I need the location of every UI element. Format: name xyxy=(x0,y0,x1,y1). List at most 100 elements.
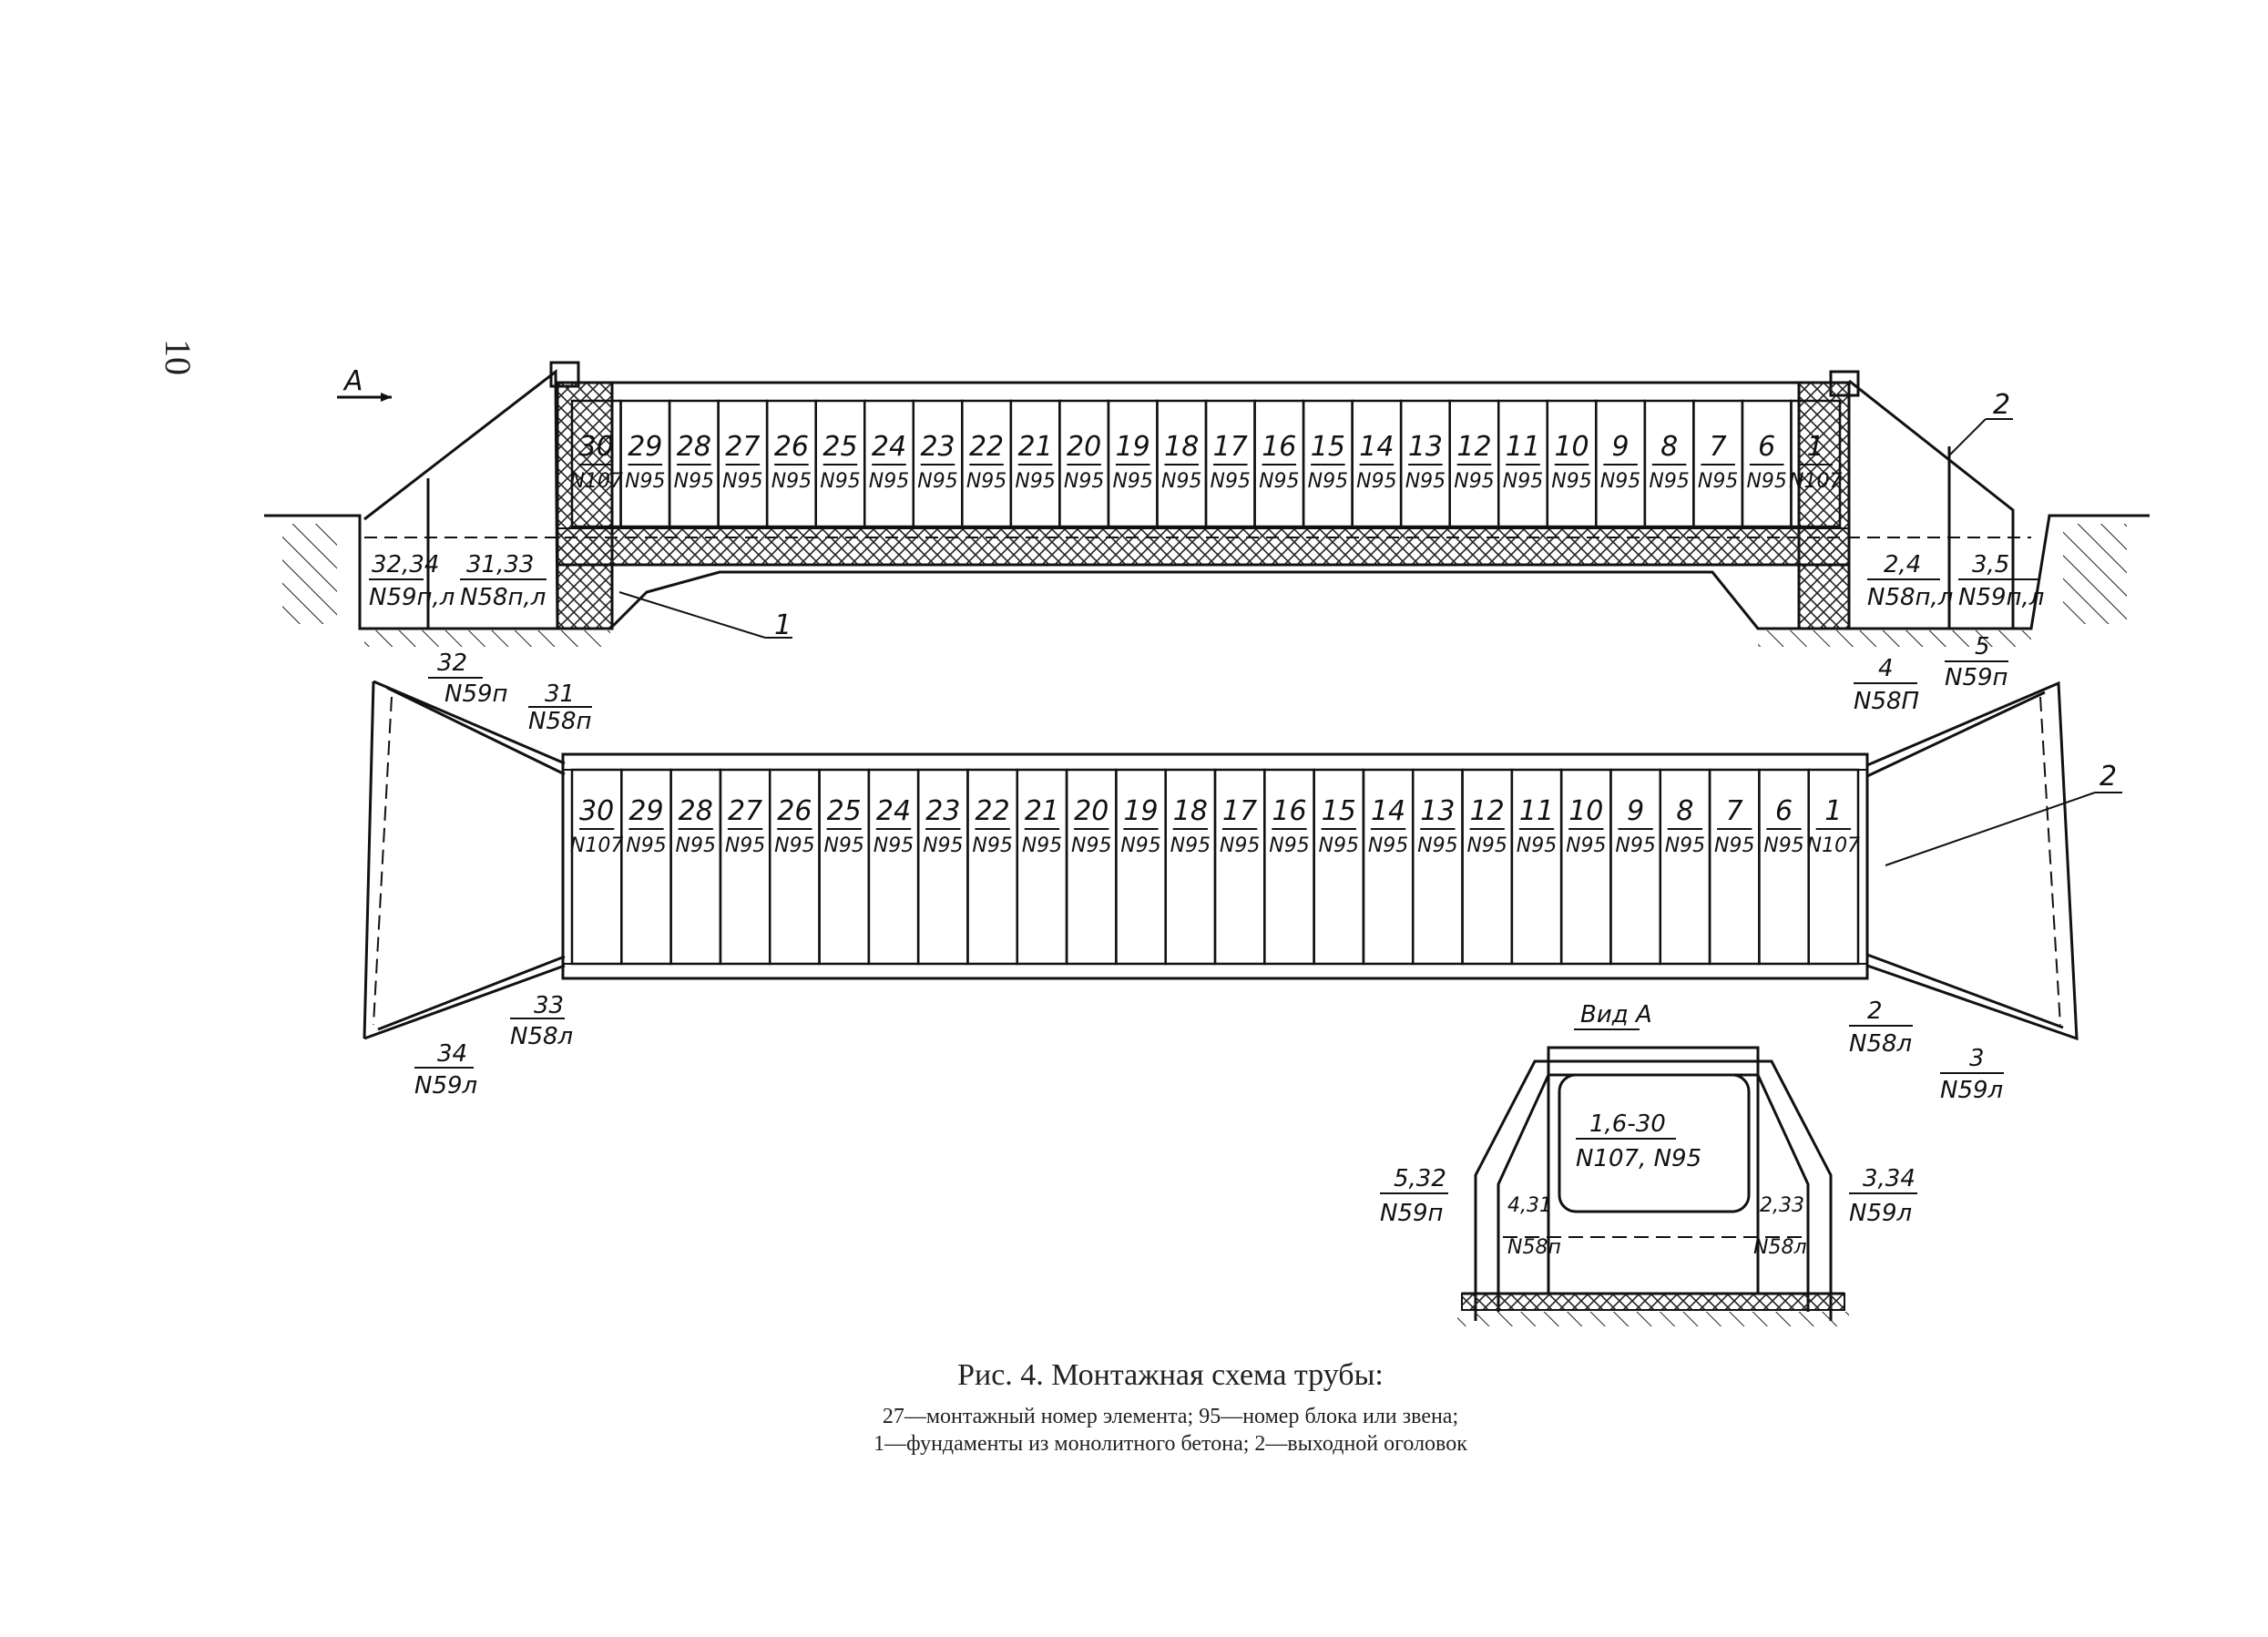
elevation-block-number: 18 xyxy=(1164,431,1199,463)
view-a-title: Вид А xyxy=(1580,1001,1652,1028)
elevation-block-number: 12 xyxy=(1456,431,1491,463)
plan-label-bottom-right-inner: 2 N58л xyxy=(1849,998,1913,1058)
elevation-block-code: N95 xyxy=(1112,470,1152,493)
label-right-wing-a: 2,4 N58п,л xyxy=(1867,551,1953,611)
elevation-block-number: 21 xyxy=(1018,431,1053,463)
plan-block-number: 24 xyxy=(876,795,911,827)
plan-block-number: 25 xyxy=(827,795,862,827)
elevation-block-code: N95 xyxy=(869,470,909,493)
plan-block-code: N95 xyxy=(1022,834,1062,857)
elevation-block-code: N95 xyxy=(1356,470,1396,493)
svg-text:3,34: 3,34 xyxy=(1863,1165,1916,1192)
elevation-block-code: N107 xyxy=(1789,470,1842,493)
caption-line-1: 27—монтажный номер элемента; 95—номер бл… xyxy=(883,1405,1458,1428)
svg-text:5,32: 5,32 xyxy=(1394,1165,1446,1192)
elevation-block-number: 29 xyxy=(628,431,662,463)
elevation-block-code: N95 xyxy=(722,470,762,493)
svg-text:33: 33 xyxy=(534,992,564,1019)
label-left-wing-a: 32,34 N59п,л xyxy=(369,551,455,611)
plan-block-code: N95 xyxy=(1665,834,1705,857)
svg-text:N59п: N59п xyxy=(1945,664,2008,691)
plan-block-code: N107 xyxy=(1807,834,1860,857)
svg-text:N59п,л: N59п,л xyxy=(369,584,455,611)
elevation-block-code: N95 xyxy=(1064,470,1104,493)
elevation-block-number: 22 xyxy=(969,431,1004,463)
plan-block-number: 7 xyxy=(1726,795,1743,827)
svg-text:2,4: 2,4 xyxy=(1884,551,1921,578)
plan-block-code: N107 xyxy=(570,834,623,857)
plan-block-number: 22 xyxy=(976,795,1010,827)
svg-text:N58п,л: N58п,л xyxy=(460,584,546,611)
plan-block-number: 27 xyxy=(728,795,762,827)
elevation-block-code: N95 xyxy=(771,470,812,493)
elevation-block-code: N95 xyxy=(1503,470,1543,493)
view-a-right-inner-label: 2,33 N58л xyxy=(1753,1194,1807,1259)
ground-hatch-left xyxy=(282,524,337,624)
elevation-block-number: 16 xyxy=(1262,431,1296,463)
svg-text:N58п,л: N58п,л xyxy=(1867,584,1953,611)
svg-text:32,34: 32,34 xyxy=(372,551,439,578)
svg-text:1,6-30: 1,6-30 xyxy=(1589,1110,1666,1138)
svg-text:N59л: N59л xyxy=(414,1072,477,1100)
svg-text:3: 3 xyxy=(1969,1045,1985,1072)
plan-block-number: 20 xyxy=(1074,795,1108,827)
elevation-block-number: 10 xyxy=(1554,431,1589,463)
plan-label-top-left-inner: 31 N58п xyxy=(528,680,592,735)
elevation-block-code: N95 xyxy=(1161,470,1201,493)
plan-block-code: N95 xyxy=(1120,834,1160,857)
plan-block-code: N95 xyxy=(972,834,1012,857)
elevation-block-code: N95 xyxy=(1015,470,1055,493)
caption-line-2: 1—фундаменты из монолитного бетона; 2—вы… xyxy=(873,1432,1467,1456)
svg-text:3,5: 3,5 xyxy=(1972,551,2009,578)
svg-text:4: 4 xyxy=(1878,655,1894,682)
plan-label-bottom-right-outer: 3 N59л xyxy=(1940,1045,2004,1104)
elevation-block-number: 24 xyxy=(872,431,906,463)
view-a-left-outer-label: 5,32 N59п xyxy=(1380,1165,1448,1227)
elevation-block-number: 23 xyxy=(920,431,955,463)
view-a-left-inner-label: 4,31 N58п xyxy=(1507,1194,1561,1259)
plan-view: 32 N59п 31 N58п 33 N58л 34 N59л 4 N58П 5… xyxy=(363,633,2122,1104)
section-marker-label: А xyxy=(342,365,363,397)
plan-block-number: 8 xyxy=(1676,795,1693,827)
plan-block-code: N95 xyxy=(1763,834,1803,857)
plan-block-number: 13 xyxy=(1420,795,1455,827)
elevation-block-number: 15 xyxy=(1311,431,1345,463)
elevation-block-number: 1 xyxy=(1807,431,1824,463)
view-a-right-outer-label: 3,34 N59л xyxy=(1849,1165,1917,1227)
elevation-block-code: N95 xyxy=(1454,470,1494,493)
svg-text:N58л: N58л xyxy=(1849,1030,1912,1058)
ground-hatch-right xyxy=(2063,524,2127,624)
svg-text:N59п: N59п xyxy=(444,680,508,708)
elevation-block-code: N95 xyxy=(1649,470,1689,493)
plan-block-number: 11 xyxy=(1519,795,1554,827)
plan-block-code: N95 xyxy=(1566,834,1606,857)
plan-block-code: N95 xyxy=(676,834,716,857)
plan-label-top-right-inner: 4 N58П xyxy=(1854,655,1919,715)
elevation-block-number: 19 xyxy=(1116,431,1150,463)
